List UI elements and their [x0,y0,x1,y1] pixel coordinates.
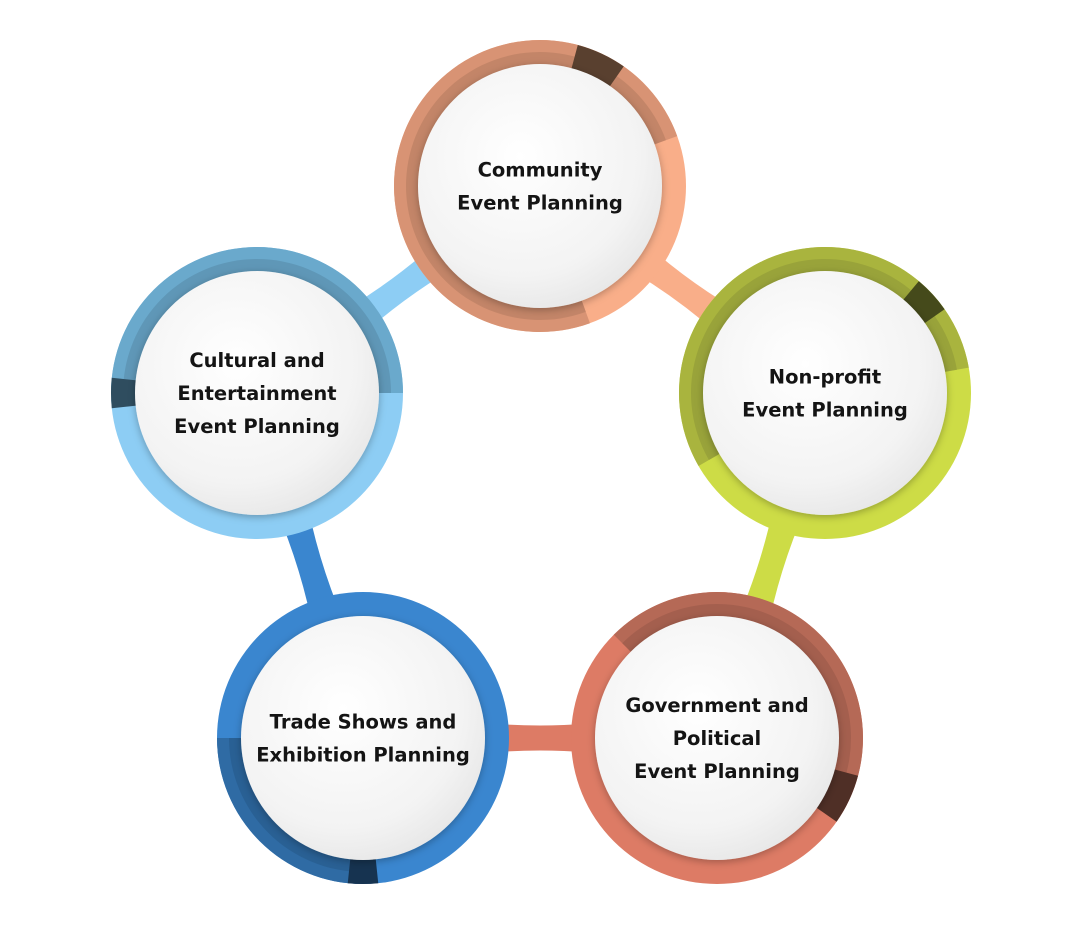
label-line: Event Planning [634,760,800,783]
connector-government [363,698,717,778]
ring-edge-trade-shows [347,857,379,884]
label-line: Community [478,159,603,182]
label-line: Entertainment [177,382,336,405]
inner-circle-cultural [135,271,379,515]
inner-circle-nonprofit [703,271,947,515]
inner-circle-trade-shows [241,616,485,860]
label-line: Government and [625,694,808,717]
label-line: Political [673,727,761,750]
label-line: Event Planning [174,415,340,438]
label-line: Event Planning [457,192,623,215]
label-line: Exhibition Planning [256,744,470,767]
label-line: Event Planning [742,399,908,422]
ring-edge-government [815,769,859,822]
inner-circles [135,64,947,860]
ring-edge-cultural [111,377,138,409]
inner-circle-government [595,616,839,860]
label-line: Non-profit [769,366,881,389]
label-line: Cultural and [189,349,324,372]
label-line: Trade Shows and [270,711,457,734]
ring-edge-nonprofit [902,281,945,325]
inner-circle-community [418,64,662,308]
ring-edge-community [571,44,624,88]
